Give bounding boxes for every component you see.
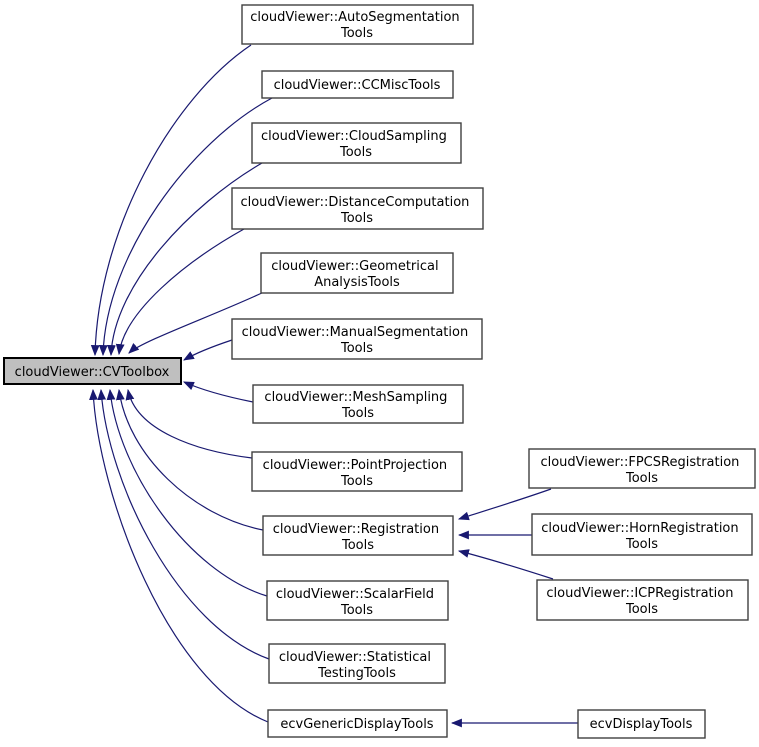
node-box <box>577 709 706 739</box>
node-label-line2: AnalysisTools <box>314 275 400 290</box>
node-label-line1: cloudViewer::Registration <box>273 522 439 537</box>
node-mesh-sampling-tools[interactable]: cloudViewer::MeshSampling Tools <box>252 384 464 424</box>
node-label-line2: Tools <box>341 538 374 553</box>
node-label: ecvDisplayTools <box>590 717 693 732</box>
node-box <box>267 709 448 738</box>
edge-distance-computation-to-cvtoolbox <box>115 228 245 356</box>
node-label-line2: Tools <box>340 211 373 226</box>
node-label: cloudViewer::PointProjection Tools <box>263 458 452 489</box>
node-box <box>251 451 463 492</box>
node-label-line2: Tools <box>340 26 373 41</box>
node-label-line2: Tools <box>625 602 658 617</box>
node-label: cloudViewer::ScalarField Tools <box>276 587 438 618</box>
node-label: cloudViewer::CCMiscTools <box>274 78 441 93</box>
node-label: cloudViewer::CloudSampling Tools <box>261 129 451 160</box>
node-label: cloudViewer::DistanceComputation Tools <box>240 195 473 226</box>
edge-geometrical-analysis-to-cvtoolbox <box>128 291 265 354</box>
node-distance-computation-tools[interactable]: cloudViewer::DistanceComputation Tools <box>231 187 484 230</box>
node-label-line1: cloudViewer::ManualSegmentation <box>242 325 469 340</box>
node-label: cloudViewer::CVToolbox <box>15 365 170 380</box>
edge-mesh-sampling-to-cvtoolbox <box>182 381 254 403</box>
node-label-line1: cloudViewer::DistanceComputation <box>240 195 469 210</box>
edge-registration-to-cvtoolbox <box>116 388 264 531</box>
node-label: cloudViewer::MeshSampling Tools <box>264 390 451 421</box>
node-ecv-display-tools[interactable]: ecvDisplayTools <box>577 709 706 739</box>
edge-manual-segmentation-to-cvtoolbox <box>183 339 233 361</box>
node-label-line2: TestingTools <box>317 666 396 681</box>
node-label-line2: Tools <box>340 474 373 489</box>
node-label: cloudViewer::Registration Tools <box>273 522 443 553</box>
node-box <box>268 643 446 684</box>
node-label-line2: Tools <box>625 471 658 486</box>
edge-auto-segmentation-to-cvtoolbox <box>90 44 252 357</box>
node-label-line2: Tools <box>341 406 374 421</box>
node-label-line2: Tools <box>625 537 658 552</box>
edge-icp-registration-to-registration <box>457 549 554 580</box>
node-horn-registration-tools[interactable]: cloudViewer::HornRegistration Tools <box>531 513 753 556</box>
node-geometrical-analysis-tools[interactable]: cloudViewer::Geometrical AnalysisTools <box>260 252 454 294</box>
node-box <box>528 448 756 489</box>
node-box <box>241 4 474 45</box>
edge-fpcs-registration-to-registration <box>457 488 552 521</box>
node-scalar-field-tools[interactable]: cloudViewer::ScalarField Tools <box>266 580 449 621</box>
node-label: cloudViewer::Statistical TestingTools <box>279 650 435 681</box>
node-fpcs-registration-tools[interactable]: cloudViewer::FPCSRegistration Tools <box>528 448 756 489</box>
node-label: cloudViewer::ManualSegmentation Tools <box>242 325 473 356</box>
node-box <box>231 318 483 360</box>
node-box <box>260 252 454 294</box>
node-label-line1: cloudViewer::ICPRegistration <box>546 586 733 601</box>
node-label-line1: cloudViewer::Geometrical <box>271 259 438 274</box>
node-cloud-sampling-tools[interactable]: cloudViewer::CloudSampling Tools <box>251 122 462 164</box>
node-box <box>266 580 449 621</box>
node-icp-registration-tools[interactable]: cloudViewer::ICPRegistration Tools <box>536 579 749 621</box>
edge-point-projection-to-cvtoolbox <box>125 388 253 459</box>
node-cc-misc-tools[interactable]: cloudViewer::CCMiscTools <box>261 70 454 99</box>
node-label: cloudViewer::HornRegistration Tools <box>541 521 743 552</box>
node-box <box>252 384 464 424</box>
node-box <box>536 579 749 621</box>
edge-statistical-testing-to-cvtoolbox <box>97 388 270 660</box>
node-auto-segmentation-tools[interactable]: cloudViewer::AutoSegmentation Tools <box>241 4 474 45</box>
edge-cloud-sampling-to-cvtoolbox <box>107 162 263 357</box>
node-label-line1: cloudViewer::CloudSampling <box>261 129 447 144</box>
edge-group <box>89 44 578 728</box>
node-label-line2: Tools <box>339 145 372 160</box>
node-label-line1: cloudViewer::PointProjection <box>263 458 448 473</box>
node-box <box>3 357 182 385</box>
node-label: cloudViewer::AutoSegmentation Tools <box>250 10 464 41</box>
node-label-line1: cloudViewer::MeshSampling <box>264 390 447 405</box>
node-box <box>231 187 484 230</box>
node-label-line1: cloudViewer::AutoSegmentation <box>250 10 459 25</box>
edge-cc-misc-to-cvtoolbox <box>98 97 273 357</box>
node-label: cloudViewer::Geometrical AnalysisTools <box>271 259 443 290</box>
node-label: cloudViewer::ICPRegistration Tools <box>546 586 737 617</box>
node-point-projection-tools[interactable]: cloudViewer::PointProjection Tools <box>251 451 463 492</box>
node-label-line1: cloudViewer::Statistical <box>279 650 431 665</box>
node-cvtoolbox: cloudViewer::CVToolbox <box>3 357 182 385</box>
node-label-line2: Tools <box>340 341 373 356</box>
node-box <box>261 70 454 99</box>
node-label-line1: cloudViewer::HornRegistration <box>541 521 738 536</box>
node-manual-segmentation-tools[interactable]: cloudViewer::ManualSegmentation Tools <box>231 318 483 360</box>
node-label-line1: cloudViewer::FPCSRegistration <box>540 455 739 470</box>
node-box <box>251 122 462 164</box>
node-registration-tools[interactable]: cloudViewer::Registration Tools <box>262 515 454 556</box>
node-label-line2: Tools <box>340 603 373 618</box>
node-ecv-generic-display-tools[interactable]: ecvGenericDisplayTools <box>267 709 448 738</box>
node-box <box>531 513 753 556</box>
node-label-line1: cloudViewer::ScalarField <box>276 587 434 602</box>
node-label: ecvGenericDisplayTools <box>280 717 433 732</box>
edge-ecv-generic-display-to-cvtoolbox <box>89 388 269 723</box>
edge-scalar-field-to-cvtoolbox <box>106 388 268 597</box>
node-statistical-testing-tools[interactable]: cloudViewer::Statistical TestingTools <box>268 643 446 684</box>
node-label: cloudViewer::FPCSRegistration Tools <box>540 455 743 486</box>
node-box <box>262 515 454 556</box>
